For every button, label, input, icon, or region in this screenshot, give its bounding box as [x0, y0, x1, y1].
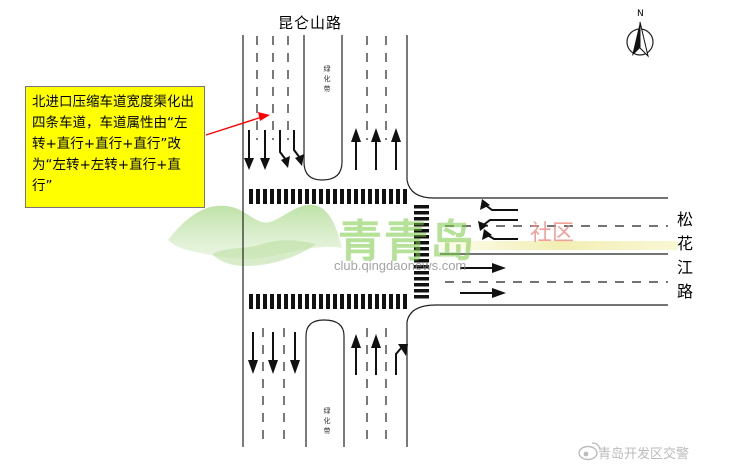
north-label: N: [637, 9, 644, 19]
north-road-name: 昆仑山路: [278, 14, 343, 32]
median-label-south: 绿化带: [323, 407, 331, 435]
road-edges: [242, 35, 668, 447]
south-crosswalk: [249, 294, 407, 309]
weibo-icon: [578, 442, 601, 461]
median-label-north: 绿化带: [323, 65, 331, 93]
watermark-suffix: 社区: [530, 221, 575, 246]
east-road-name: 松花江路: [676, 210, 693, 301]
annotation-box: 北进口压缩车道宽度渠化出四条车道，车道属性由“左转+直行+直行+直行”改为“左转…: [25, 86, 205, 208]
east-crosswalk: [414, 205, 429, 299]
south-exit-arrows: [248, 332, 300, 374]
watermark-logo: [168, 204, 678, 266]
annotation-pointer: [205, 112, 270, 136]
credit: 青岛开发区交警: [598, 443, 689, 462]
north-exit-arrows: [351, 128, 401, 170]
south-lane-arrows: [351, 334, 408, 375]
north-arrow-icon: [626, 21, 654, 58]
north-crosswalk: [249, 189, 407, 204]
lane-arrows: [244, 128, 518, 375]
east-lane-arrows: [478, 199, 518, 240]
credit-text: 青岛开发区交警: [598, 447, 690, 462]
watermark-chinese: 青青岛: [338, 216, 476, 267]
east-exit-arrows: [460, 263, 506, 298]
watermark-url: club.qingdaonews.com: [334, 258, 467, 273]
north-lane-arrows: [244, 130, 304, 170]
